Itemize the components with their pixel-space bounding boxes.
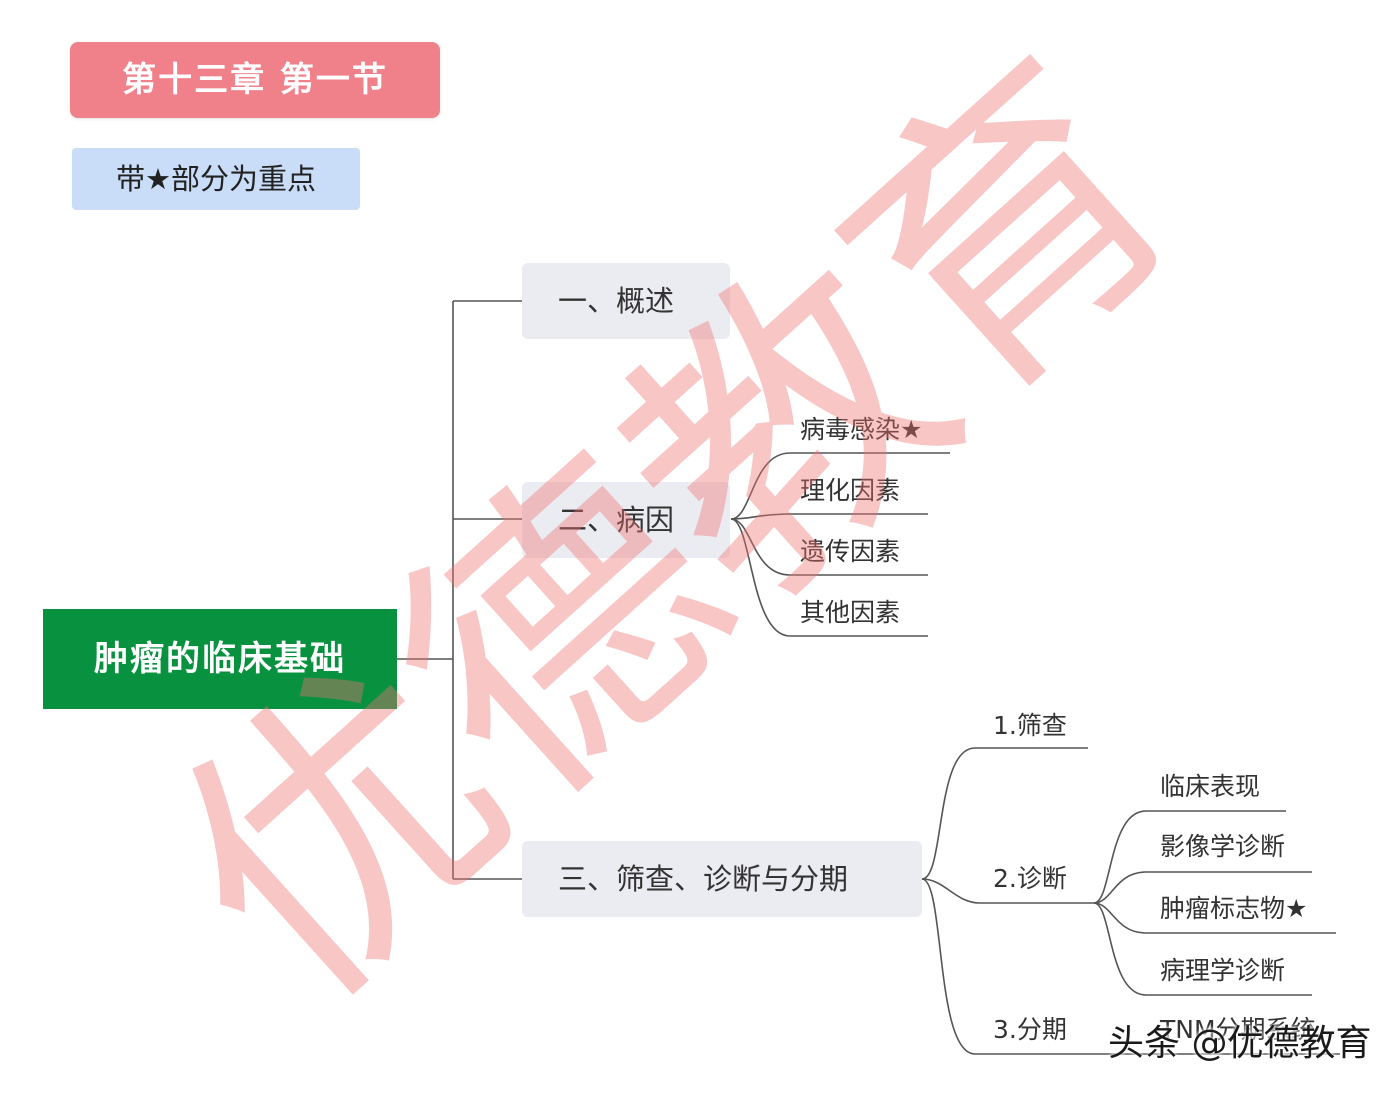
connector-cause-4: [730, 518, 928, 637]
connector-diag-2: [1093, 871, 1312, 904]
connector-diag-4: [1093, 902, 1312, 996]
connector-diag-3: [1093, 902, 1336, 934]
footer-credit: 头条 @优德教育: [1108, 1023, 1372, 1064]
leaf-genetic[interactable]: 遗传因素: [800, 537, 901, 566]
connector-sub-2: [921, 878, 1094, 904]
root-node[interactable]: 肿瘤的临床基础: [43, 609, 397, 709]
sub-screening[interactable]: 1.筛查: [993, 711, 1067, 740]
branch-causes-label: 二、病因: [558, 502, 675, 537]
sub-staging[interactable]: 3.分期: [993, 1015, 1067, 1044]
leaf-other-factors[interactable]: 其他因素: [800, 598, 901, 627]
branch-overview[interactable]: 一、概述: [522, 263, 730, 339]
chapter-title: 第十三章 第一节: [70, 42, 440, 118]
connector-cause-2: [730, 513, 928, 520]
legend-note: 带★部分为重点: [72, 148, 360, 210]
branch-overview-label: 一、概述: [558, 283, 675, 318]
branch-causes[interactable]: 二、病因: [522, 482, 730, 558]
leaf-pathology-diagnosis[interactable]: 病理学诊断: [1160, 956, 1286, 985]
leaf-tumor-markers[interactable]: 肿瘤标志物★: [1160, 894, 1308, 923]
leaf-tnm-staging[interactable]: TNM分期系统: [1160, 1015, 1316, 1044]
leaf-imaging-diagnosis[interactable]: 影像学诊断: [1160, 832, 1286, 861]
leaf-clinical-manifestation[interactable]: 临床表现: [1160, 772, 1261, 801]
branch-screening-label: 三、筛查、诊断与分期: [558, 861, 849, 896]
connector-cause-1: [730, 452, 950, 520]
branch-screening[interactable]: 三、筛查、诊断与分期: [522, 841, 922, 917]
connector-diag-1: [1093, 810, 1286, 904]
connector-cause-3: [730, 518, 928, 576]
connector-sub-3: [921, 878, 1094, 1055]
sub-diagnosis[interactable]: 2.诊断: [993, 864, 1067, 893]
leaf-viral-infection[interactable]: 病毒感染★: [800, 415, 923, 444]
connector-sub-1: [921, 747, 1088, 880]
leaf-physicochemical[interactable]: 理化因素: [800, 476, 901, 505]
